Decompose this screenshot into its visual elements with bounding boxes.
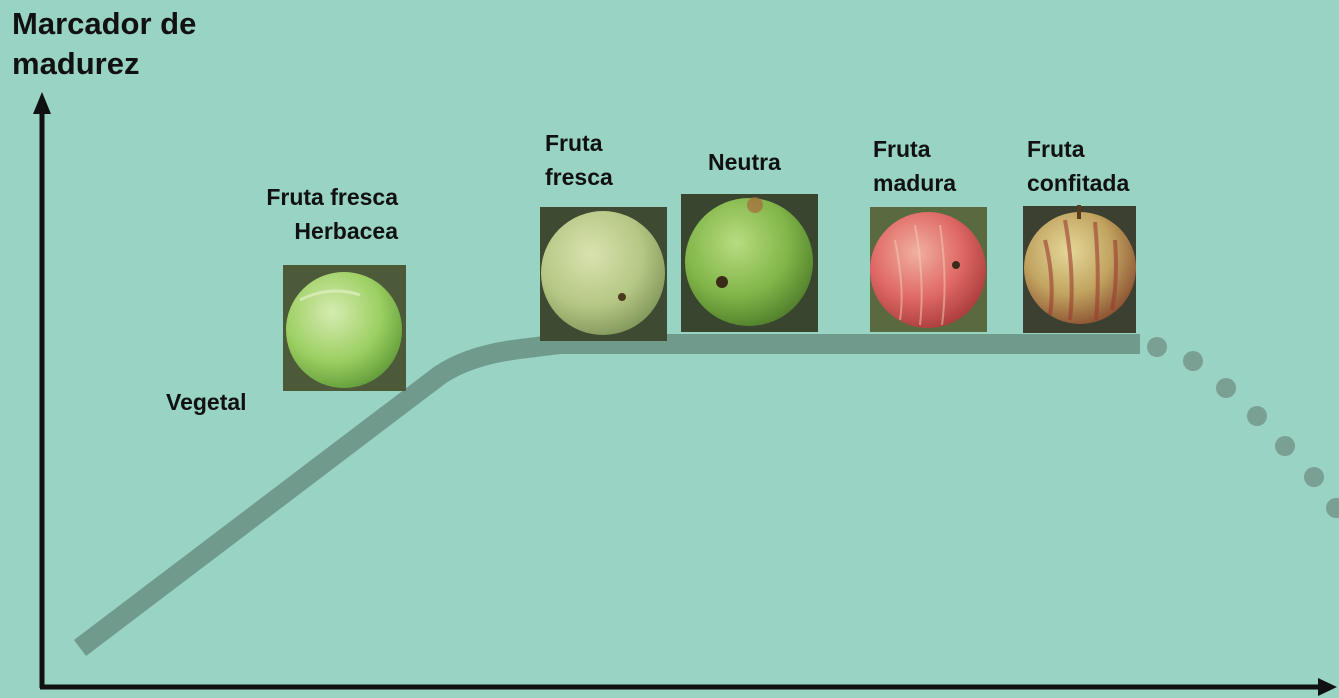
- apple-photo-fruta-madura: [870, 207, 987, 332]
- stage-label-fruta-confitada: Fruta confitada: [1027, 132, 1129, 200]
- stage-label-line: Herbacea: [230, 214, 398, 248]
- stage-label-line: confitada: [1027, 166, 1129, 200]
- apple-photo-herbacea: [283, 265, 406, 391]
- decline-dot: [1304, 467, 1324, 487]
- decline-dot: [1275, 436, 1295, 456]
- stage-label-fruta-madura: Fruta madura: [873, 132, 956, 200]
- y-axis-title-line2: madurez: [12, 44, 196, 84]
- stage-label-line: Fruta: [1027, 132, 1129, 166]
- decline-dot: [1247, 406, 1267, 426]
- decline-dot: [1216, 378, 1236, 398]
- apple-photo-fruta-confitada: [1023, 205, 1136, 333]
- decline-dots: [1147, 337, 1339, 518]
- y-axis-title-line1: Marcador de: [12, 4, 196, 44]
- decline-dot: [1147, 337, 1167, 357]
- apple-photo-neutra: [681, 194, 818, 332]
- stage-label-line: Fruta: [873, 132, 956, 166]
- stage-label-vegetal: Vegetal: [166, 385, 247, 419]
- stage-label-line: fresca: [545, 160, 613, 194]
- x-axis-arrowhead: [1318, 678, 1337, 696]
- stage-label-fruta-fresca: Fruta fresca: [545, 126, 613, 194]
- stage-label-line: madura: [873, 166, 956, 200]
- apple-photo-fruta-fresca: [540, 207, 667, 341]
- stage-label-line: Fruta fresca: [230, 180, 398, 214]
- stage-label-fruta-fresca-herbacea: Fruta fresca Herbacea: [230, 180, 398, 248]
- stage-label-neutra: Neutra: [708, 145, 781, 179]
- stage-label-line: Neutra: [708, 145, 781, 179]
- y-axis-arrowhead: [33, 92, 51, 114]
- decline-dot: [1183, 351, 1203, 371]
- stage-label-line: Fruta: [545, 126, 613, 160]
- stage-label-line: Vegetal: [166, 385, 247, 419]
- y-axis-title: Marcador de madurez: [12, 4, 196, 84]
- decline-dot: [1326, 498, 1339, 518]
